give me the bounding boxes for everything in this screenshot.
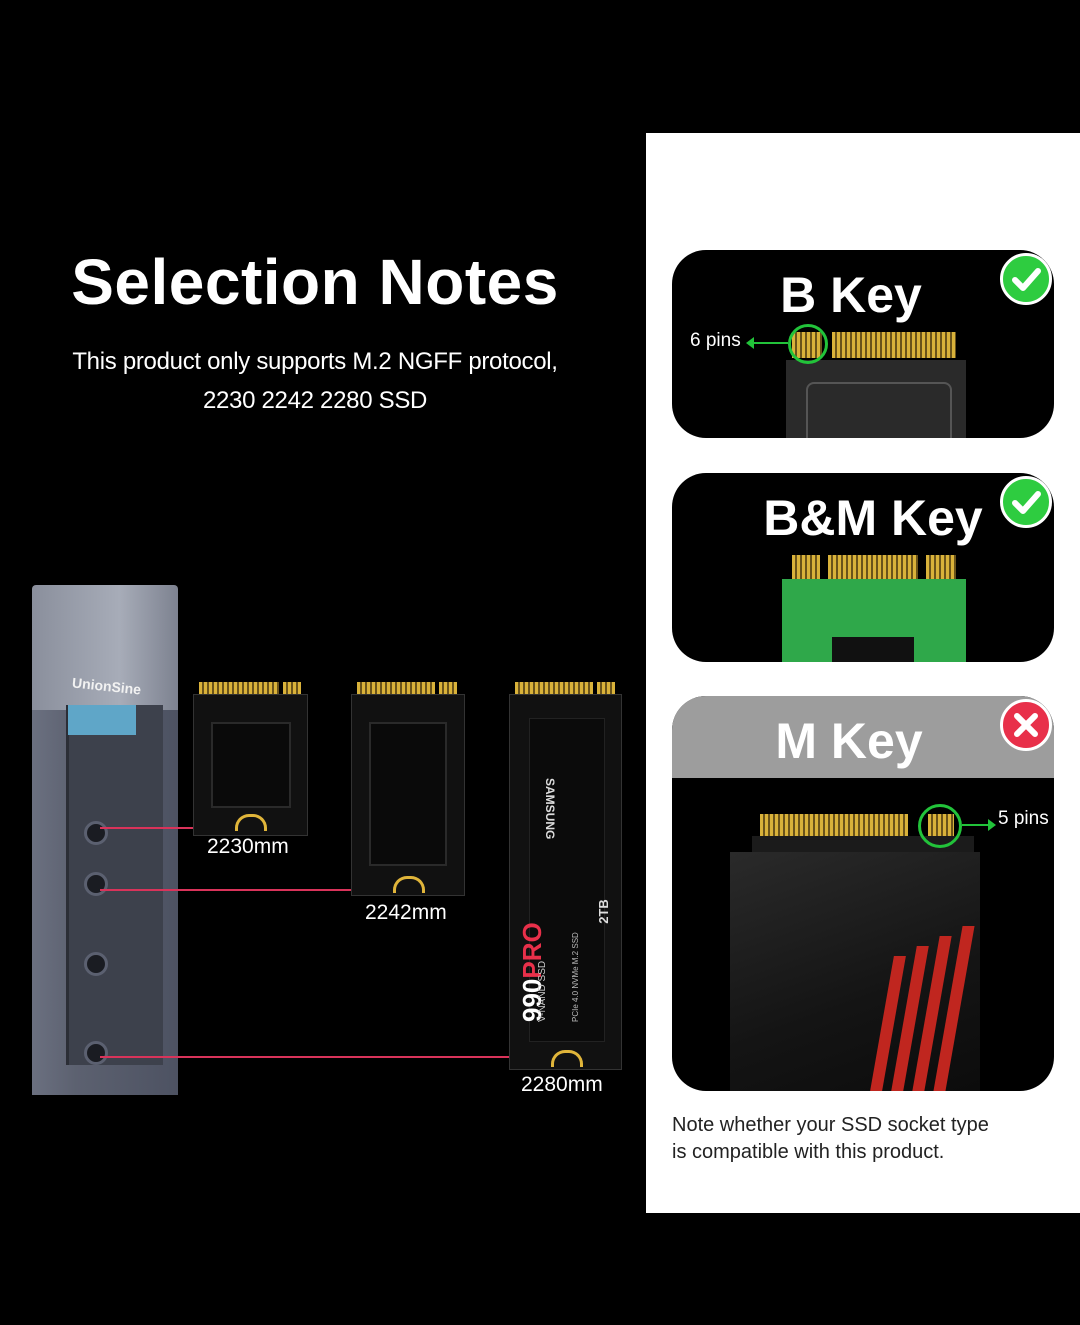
- m-key-header: [672, 696, 1054, 778]
- ssd-2242-contacts: [357, 682, 435, 694]
- b-key-card: B Key 6 pins: [672, 250, 1054, 438]
- b-key-pins-label: 6 pins: [690, 330, 741, 351]
- bm-key-card: B&M Key: [672, 473, 1054, 662]
- b-key-board: [786, 360, 966, 438]
- ssd-2242-screw-notch: [393, 876, 425, 893]
- subtitle-line-2: 2230 2242 2280 SSD: [202, 387, 428, 414]
- m-key-board-top: [752, 836, 974, 854]
- bm-key-contacts-right: [926, 555, 956, 579]
- check-icon: [1000, 476, 1052, 528]
- ssd-2230-contacts: [199, 682, 279, 694]
- bm-key-title: B&M Key: [763, 490, 983, 546]
- ssd-2280-contacts-short: [597, 682, 615, 694]
- mount-hole-2242: [84, 872, 108, 896]
- pointer-line-2230: [100, 827, 196, 829]
- mount-hole-2230: [84, 821, 108, 845]
- ssd-2280-label-sticker: [529, 718, 605, 1042]
- ssd-2280-screw-notch: [551, 1050, 583, 1067]
- cross-icon: [1000, 699, 1052, 751]
- mount-hole-2260: [84, 952, 108, 976]
- ssd-2280-line1: V-NAND SSD: [537, 960, 548, 1022]
- b-key-board-window: [806, 382, 952, 438]
- b-key-title: B Key: [780, 267, 922, 323]
- ssd-2280-capacity: 2TB: [595, 899, 611, 924]
- size-label-2280: 2280mm: [521, 1073, 603, 1096]
- check-icon: [1000, 253, 1052, 305]
- ssd-2280-line2: PCIe 4.0 NVMe M.2 SSD: [571, 932, 580, 1022]
- ssd-enclosure: UnionSine: [32, 585, 178, 1095]
- subtitle-line-1: This product only supports M.2 NGFF prot…: [72, 348, 558, 375]
- bm-key-contacts-middle: [828, 555, 918, 579]
- ssd-2242-chip: [369, 722, 447, 866]
- ssd-2242-contacts-short: [439, 682, 457, 694]
- page-title: Selection Notes: [71, 246, 559, 318]
- m-key-card: M Key 5 pins: [672, 696, 1054, 1091]
- pointer-line-2242: [100, 889, 354, 891]
- ssd-2280-contacts: [515, 682, 593, 694]
- bm-key-contacts-left: [792, 555, 820, 579]
- bm-key-board-chip: [832, 637, 914, 662]
- enclosure-cap: [32, 585, 178, 710]
- mount-hole-2280: [84, 1041, 108, 1065]
- m-key-arrow-head: [988, 819, 996, 831]
- compatibility-note: Note whether your SSD socket type is com…: [672, 1112, 1052, 1166]
- pointer-line-2280: [100, 1056, 512, 1058]
- note-line-1: Note whether your SSD socket type: [672, 1114, 989, 1136]
- ssd-2230-chip: [211, 722, 291, 808]
- ssd-2230: [193, 682, 308, 836]
- enclosure-connector: [68, 705, 136, 735]
- b-key-highlight-circle: [788, 324, 828, 364]
- ssd-2242: [351, 682, 465, 896]
- size-label-2230: 2230mm: [207, 835, 289, 858]
- key-compatibility-panel: B Key 6 pins B&M Key M Key: [646, 133, 1080, 1213]
- b-key-arrow: [752, 342, 788, 344]
- b-key-contacts-long: [832, 332, 956, 358]
- m-key-contacts-long: [760, 814, 908, 836]
- ssd-2230-screw-notch: [235, 814, 267, 831]
- m-key-title: M Key: [775, 713, 923, 769]
- ssd-2280-vendor: SAMSUNG: [543, 778, 557, 840]
- m-key-pins-label: 5 pins: [998, 808, 1049, 829]
- note-line-2: is compatible with this product.: [672, 1141, 945, 1163]
- b-key-arrow-head: [746, 337, 754, 349]
- ssd-2230-contacts-short: [283, 682, 301, 694]
- enclosure-tray: [66, 705, 163, 1065]
- m-key-highlight-circle: [918, 804, 962, 848]
- page-subtitle: This product only supports M.2 NGFF prot…: [0, 342, 630, 420]
- ssd-2280: SAMSUNG 2TB 990PRO V-NAND SSD PCIe 4.0 N…: [509, 682, 622, 1070]
- size-label-2242: 2242mm: [365, 901, 447, 924]
- m-key-arrow: [962, 824, 990, 826]
